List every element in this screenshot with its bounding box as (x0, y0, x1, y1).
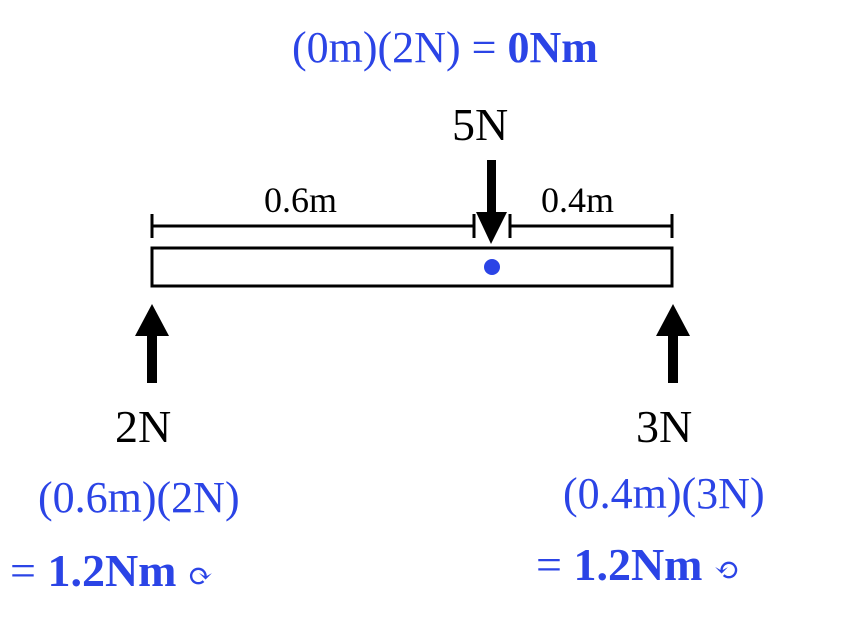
clockwise-rotation-icon: ⟳ (188, 560, 214, 593)
right-torque-equals: = (536, 539, 574, 590)
right-torque-result-line: = 1.2Nm ⟲ (536, 542, 739, 588)
force-label-left: 2N (115, 401, 172, 452)
dimension-line-left (150, 214, 476, 238)
dimension-label-left: 0.6m (264, 180, 338, 220)
left-torque-result: 1.2Nm (47, 545, 177, 596)
pivot-torque-result: 0Nm (507, 23, 598, 72)
pivot-torque-formula: (0m)(2N) = (292, 23, 508, 72)
dimension-line-right (508, 214, 674, 238)
beam (150, 246, 674, 288)
right-torque-formula: (0.4m)(3N) (563, 469, 765, 518)
arrow-down-5n (476, 160, 507, 244)
arrow-up-right (656, 304, 690, 383)
arrow-up-left (135, 304, 169, 383)
pivot-torque-label: (0m)(2N) = 0Nm (292, 26, 598, 70)
force-label-top: 5N (452, 99, 509, 150)
counterclockwise-rotation-icon: ⟲ (714, 554, 740, 587)
dimension-label-right: 0.4m (541, 180, 615, 220)
force-label-right: 3N (636, 401, 693, 452)
left-torque-result-line: = 1.2Nm ⟳ (10, 548, 213, 594)
left-torque-formula: (0.6m)(2N) (38, 473, 240, 522)
right-torque-result: 1.2Nm (573, 539, 703, 590)
left-torque-equals: = (10, 545, 48, 596)
pivot-dot (484, 259, 500, 275)
